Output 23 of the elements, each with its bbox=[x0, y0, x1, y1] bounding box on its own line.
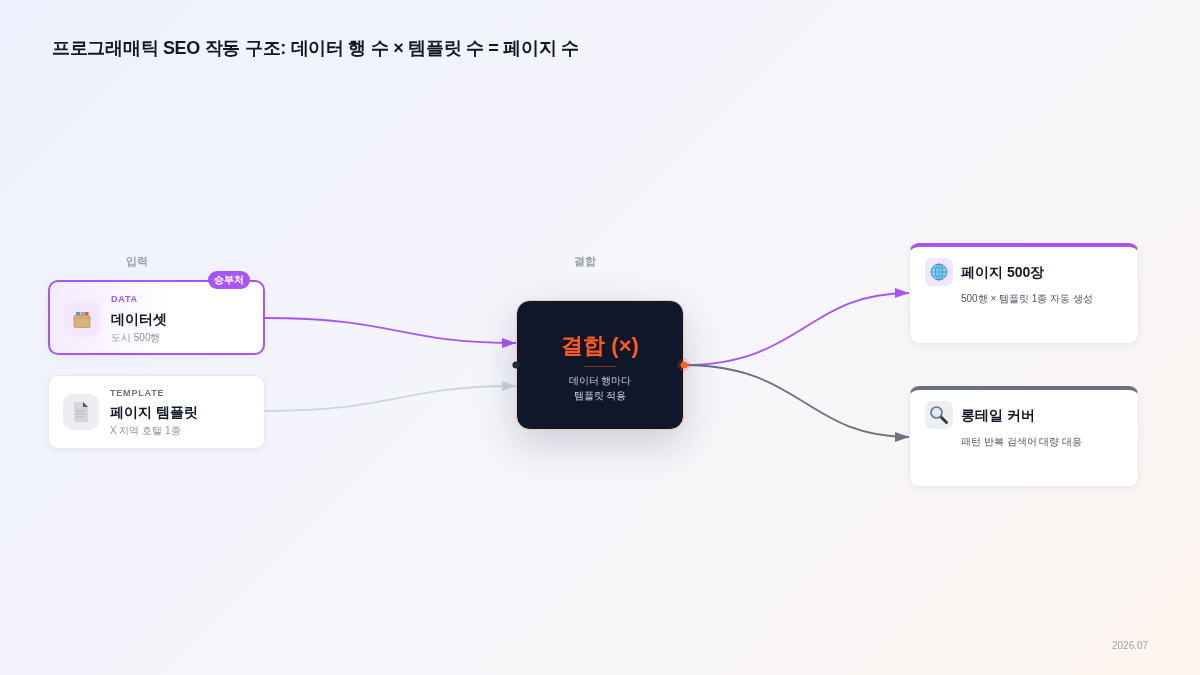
card-title: 페이지 500장 bbox=[961, 263, 1045, 282]
template-card bbox=[48, 375, 265, 449]
card-title: 롱테일 커버 bbox=[961, 406, 1035, 425]
diagram-title: 프로그래매틱 SEO 작동 구조: 데이터 행 수 × 템플릿 수 = 페이지 수 bbox=[52, 37, 579, 60]
badge: 승부처 bbox=[208, 271, 250, 289]
column-heading: 입력 bbox=[126, 254, 148, 268]
card-subtitle: 도시 500행 bbox=[111, 331, 161, 345]
card-eyebrow: TEMPLATE bbox=[110, 387, 165, 399]
combine-box bbox=[516, 300, 684, 430]
column-heading: 결합 bbox=[574, 254, 596, 268]
arrow bbox=[264, 381, 517, 412]
card-subtitle: X 지역 호텔 1종 bbox=[110, 424, 181, 438]
card-text: 500행 × 템플릿 1종 자동 생성 bbox=[961, 292, 1093, 306]
card-title: 페이지 템플릿 bbox=[110, 403, 198, 422]
combine-title: 결합 (×) bbox=[560, 332, 640, 360]
arrow bbox=[264, 317, 517, 348]
card-text: 패턴 반복 검색어 대량 대응 bbox=[961, 435, 1083, 449]
output-card bbox=[909, 386, 1139, 487]
output-card bbox=[909, 243, 1139, 344]
footer-date: 2026.07 bbox=[1112, 639, 1149, 653]
card-title: 데이터셋 bbox=[111, 310, 167, 329]
combine-text: 데이터 행마다 템플릿 적용 bbox=[567, 374, 633, 403]
card-eyebrow: DATA bbox=[111, 293, 138, 305]
